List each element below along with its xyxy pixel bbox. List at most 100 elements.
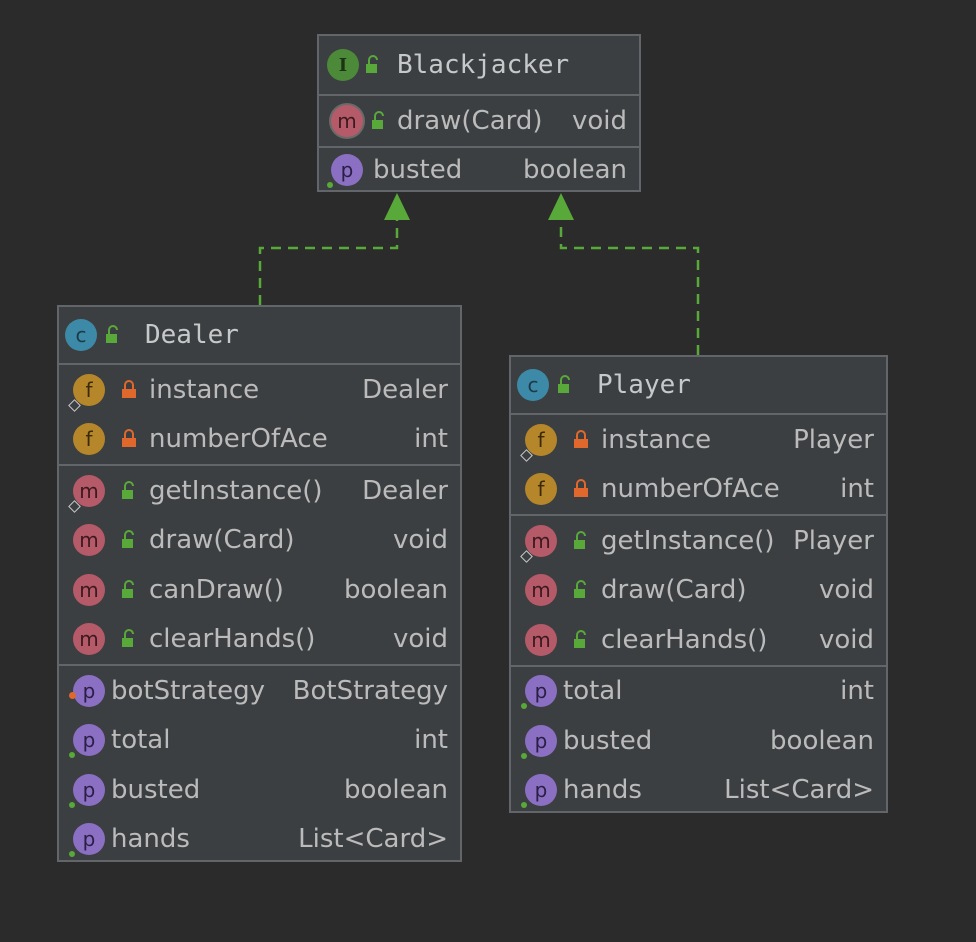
blackjacker-properties: p busted boolean [319, 148, 639, 192]
property-row[interactable]: p hands List<Card> [511, 766, 886, 816]
field-row[interactable]: f numberOfAce int [511, 465, 886, 515]
private-lock-icon [574, 429, 588, 448]
method-row[interactable]: m draw(Card) void [511, 566, 886, 616]
field-row[interactable]: f instance Dealer [59, 365, 460, 415]
public-lock-icon [122, 530, 134, 549]
property-row[interactable]: p botStrategy BotStrategy [59, 666, 460, 716]
property-icon: p [69, 724, 105, 759]
class-icon: c [517, 369, 549, 401]
method-type: void [392, 525, 448, 556]
player-class-box[interactable]: c Player f instance Player f numberOfAce… [509, 355, 888, 813]
dealer-header: c Dealer [59, 307, 460, 365]
field-icon: f [520, 423, 557, 462]
property-row[interactable]: p busted boolean [319, 148, 639, 192]
field-row[interactable]: f instance Player [511, 415, 886, 465]
method-row[interactable]: m canDraw() boolean [59, 565, 460, 615]
private-lock-icon [122, 429, 136, 448]
property-name: busted [111, 774, 201, 805]
property-type: List<Card> [724, 775, 874, 806]
field-row[interactable]: f numberOfAce int [59, 415, 460, 465]
player-methods: m getInstance() Player m draw(Card) void… [511, 516, 886, 667]
method-row[interactable]: m getInstance() Player [511, 516, 886, 566]
property-name: total [563, 676, 623, 707]
public-lock-icon [106, 325, 118, 343]
player-title: Player [597, 370, 691, 400]
property-row[interactable]: p total int [59, 716, 460, 766]
method-row[interactable]: m clearHands() void [511, 615, 886, 665]
property-row[interactable]: p busted boolean [59, 765, 460, 815]
player-properties: p total int p busted boolean p hands Lis… [511, 667, 886, 816]
property-type: BotStrategy [292, 675, 448, 706]
field-type: Player [793, 424, 874, 455]
dealer-class-box[interactable]: c Dealer f instance Dealer f numberOfAce… [57, 305, 462, 862]
public-lock-icon [366, 55, 378, 73]
method-name: getInstance() [601, 525, 775, 556]
property-name: hands [111, 824, 190, 855]
public-lock-icon [372, 111, 384, 129]
field-name: numberOfAce [601, 474, 780, 505]
method-icon: m [73, 524, 105, 557]
property-type: int [840, 676, 874, 707]
property-name: busted [563, 725, 653, 756]
interface-icon: I [327, 49, 359, 81]
property-row[interactable]: p hands List<Card> [59, 815, 460, 865]
property-type: boolean [523, 155, 627, 185]
dealer-realization-line [258, 218, 399, 305]
player-header: c Player [511, 357, 886, 415]
method-name: getInstance() [149, 475, 323, 506]
player-realization-line [559, 218, 700, 355]
method-icon: m [73, 573, 105, 606]
dealer-title: Dealer [145, 320, 239, 350]
method-type: Dealer [362, 475, 448, 506]
method-name: draw(Card) [397, 106, 543, 136]
method-name: draw(Card) [601, 575, 747, 606]
blackjacker-methods: m draw(Card) void [319, 96, 639, 148]
property-row[interactable]: p busted boolean [511, 716, 886, 766]
public-lock-icon [574, 629, 586, 648]
property-type: List<Card> [298, 824, 448, 855]
method-icon: m [68, 474, 105, 513]
property-icon: p [521, 724, 557, 759]
property-icon: p [521, 675, 557, 710]
private-lock-icon [122, 379, 136, 398]
field-name: instance [149, 374, 260, 405]
method-row[interactable]: m clearHands() void [59, 615, 460, 665]
public-lock-icon [574, 530, 586, 549]
method-icon: m [525, 574, 557, 607]
dealer-properties: p botStrategy BotStrategy p total int p … [59, 666, 460, 864]
method-type: void [392, 624, 448, 655]
field-icon: f [68, 373, 105, 412]
property-icon: p [521, 774, 557, 809]
property-type: boolean [770, 725, 874, 756]
property-type: int [414, 725, 448, 756]
field-name: instance [601, 424, 712, 455]
method-row[interactable]: m draw(Card) void [319, 96, 639, 146]
public-lock-icon [122, 480, 134, 499]
method-icon: m [525, 623, 557, 656]
property-icon: p [327, 154, 363, 188]
field-type: Dealer [362, 374, 448, 405]
blackjacker-header: I Blackjacker [319, 36, 639, 96]
method-icon: m [73, 623, 105, 656]
property-icon: p [69, 773, 105, 808]
method-row[interactable]: m draw(Card) void [59, 516, 460, 566]
public-lock-icon [574, 580, 586, 599]
private-lock-icon [574, 479, 588, 498]
method-row[interactable]: m getInstance() Dealer [59, 466, 460, 516]
method-icon: m [520, 524, 557, 563]
field-icon: f [73, 423, 105, 456]
method-name: draw(Card) [149, 525, 295, 556]
player-fields: f instance Player f numberOfAce int [511, 415, 886, 516]
public-lock-icon [558, 375, 570, 393]
property-row[interactable]: p total int [511, 667, 886, 717]
dealer-methods: m getInstance() Dealer m draw(Card) void… [59, 466, 460, 666]
method-type: void [818, 624, 874, 655]
public-lock-icon [122, 579, 134, 598]
property-name: hands [563, 775, 642, 806]
class-icon: c [65, 319, 97, 351]
dealer-fields: f instance Dealer f numberOfAce int [59, 365, 460, 466]
blackjacker-interface-box[interactable]: I Blackjacker m draw(Card) void p busted… [317, 34, 641, 192]
property-name: total [111, 725, 171, 756]
field-icon: f [525, 473, 557, 506]
